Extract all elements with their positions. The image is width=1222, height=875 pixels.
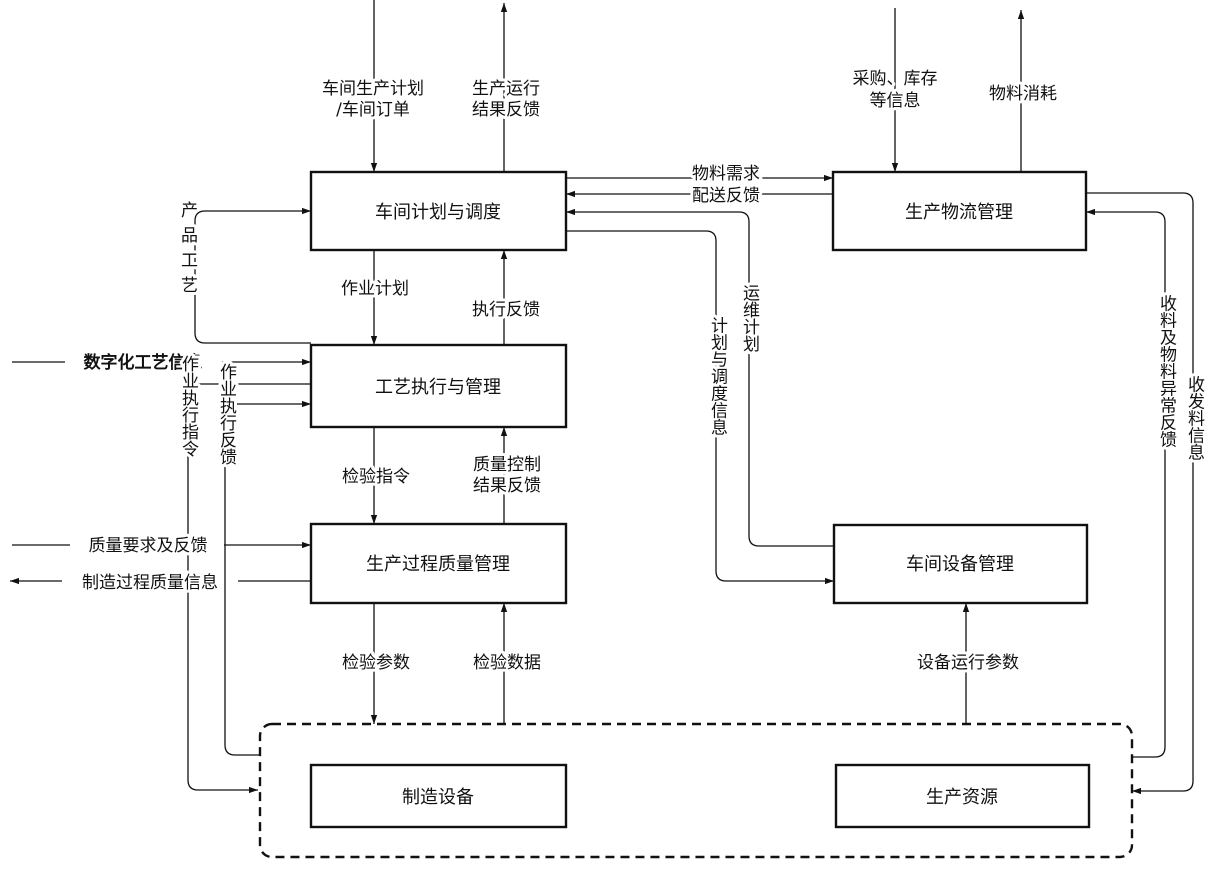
arrow-material-consume: 物料消耗 xyxy=(986,10,1060,172)
arrow-result-out: 生产运行 结果反馈 xyxy=(469,3,543,172)
svg-text:/车间订单: /车间订单 xyxy=(336,100,410,120)
arrow-work-plan: 作业计划 xyxy=(338,250,412,345)
svg-text:检验指令: 检验指令 xyxy=(342,467,410,487)
svg-text:生产运行: 生产运行 xyxy=(472,79,540,99)
svg-text:作业计划: 作业计划 xyxy=(341,279,409,299)
arrow-qc-result: 质量控制 结果反馈 xyxy=(470,427,544,524)
svg-text:生产过程质量管理: 生产过程质量管理 xyxy=(366,554,510,575)
svg-text:设备运行参数: 设备运行参数 xyxy=(917,653,1019,673)
svg-text:检验数据: 检验数据 xyxy=(473,653,541,673)
svg-text:车间生产计划: 车间生产计划 xyxy=(322,79,424,99)
arrow-material-demand: 物料需求 xyxy=(566,161,833,187)
svg-text:生产资源: 生产资源 xyxy=(926,787,998,808)
arrow-inspect-cmd: 检验指令 xyxy=(339,427,413,524)
arrow-plan-in: 车间生产计划 /车间订单 xyxy=(319,0,427,172)
svg-text:产品工艺: 产品工艺 xyxy=(177,201,198,301)
svg-text:车间设备管理: 车间设备管理 xyxy=(906,554,1014,575)
svg-text:生产物流管理: 生产物流管理 xyxy=(905,202,1013,223)
svg-text:等信息: 等信息 xyxy=(870,91,921,111)
svg-text:质量控制: 质量控制 xyxy=(473,455,541,475)
arrow-work-exec-cmd: 作业执行指令 xyxy=(175,352,311,794)
svg-text:数字化工艺信息: 数字化工艺信息 xyxy=(84,352,203,373)
svg-text:采购、库存: 采购、库存 xyxy=(853,69,938,89)
arrow-quality-req: 质量要求及反馈 xyxy=(12,533,311,559)
arrow-digital-process: 数字化工艺信息 xyxy=(12,349,311,376)
svg-text:运维计划: 运维计划 xyxy=(739,284,760,352)
arrow-product-process: 产品工艺 xyxy=(174,198,311,344)
arrow-mfg-quality-info: 制造过程质量信息 xyxy=(10,570,311,596)
arrow-equip-param: 设备运行参数 xyxy=(914,603,1022,724)
box-equipment: 车间设备管理 xyxy=(832,523,1089,605)
svg-text:制造设备: 制造设备 xyxy=(402,787,474,808)
svg-text:质量要求及反馈: 质量要求及反馈 xyxy=(89,536,208,556)
arrow-purchase-in: 采购、库存 等信息 xyxy=(850,8,941,172)
arrow-inspect-param: 检验参数 xyxy=(339,603,413,724)
svg-text:作业执行反馈: 作业执行反馈 xyxy=(216,363,237,465)
arrow-inspect-data: 检验数据 xyxy=(470,603,544,724)
svg-text:执行反馈: 执行反馈 xyxy=(472,300,540,320)
arrow-plan-dispatch-info: 计划与调度信息 xyxy=(566,230,834,585)
arrow-exec-feedback: 执行反馈 xyxy=(469,250,543,345)
svg-text:作业执行指令: 作业执行指令 xyxy=(178,355,199,457)
arrow-om-plan: 运维计划 xyxy=(566,208,834,547)
svg-text:收料及物料异常反馈: 收料及物料异常反馈 xyxy=(1156,294,1177,447)
arrow-send-receive-info: 收发料信息 xyxy=(1086,192,1208,795)
svg-text:物料消耗: 物料消耗 xyxy=(989,84,1057,104)
box-process-exec: 工艺执行与管理 xyxy=(309,343,568,429)
box-workshop-plan: 车间计划与调度 xyxy=(309,170,568,252)
svg-text:物料需求: 物料需求 xyxy=(692,164,760,184)
svg-text:计划与调度信息: 计划与调度信息 xyxy=(707,316,728,435)
svg-text:工艺执行与管理: 工艺执行与管理 xyxy=(375,377,501,398)
arrow-delivery-feedback: 配送反馈 xyxy=(566,183,833,209)
arrow-work-exec-feedback: 作业执行反馈 xyxy=(213,360,311,756)
box-mfg-equipment: 制造设备 xyxy=(309,763,568,829)
svg-text:车间计划与调度: 车间计划与调度 xyxy=(375,202,501,223)
svg-text:配送反馈: 配送反馈 xyxy=(692,186,760,206)
svg-text:收发料信息: 收发料信息 xyxy=(1184,375,1205,460)
svg-text:检验参数: 检验参数 xyxy=(342,653,410,673)
svg-text:结果反馈: 结果反馈 xyxy=(473,476,541,496)
box-prod-resource: 生产资源 xyxy=(834,763,1091,829)
svg-text:结果反馈: 结果反馈 xyxy=(472,100,540,120)
svg-text:制造过程质量信息: 制造过程质量信息 xyxy=(82,573,218,593)
box-logistics: 生产物流管理 xyxy=(831,170,1088,252)
arrow-receive-abnormal: 收料及物料异常反馈 xyxy=(1086,208,1180,758)
box-quality: 生产过程质量管理 xyxy=(309,522,568,605)
